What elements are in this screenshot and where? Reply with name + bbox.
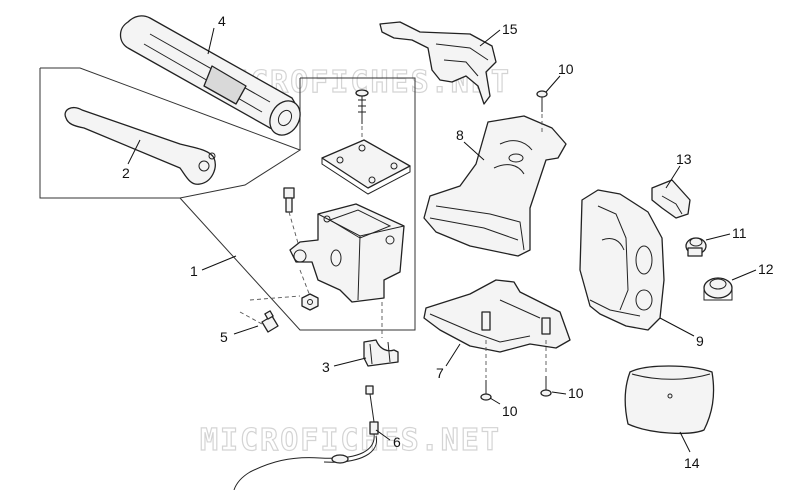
push-button-12 bbox=[703, 277, 733, 301]
throttle-cable bbox=[233, 385, 379, 490]
switch-housing-side bbox=[579, 189, 665, 331]
push-button-11 bbox=[685, 237, 707, 257]
callout-13: 13 bbox=[676, 151, 692, 167]
nut bbox=[301, 293, 319, 311]
switch-block bbox=[651, 179, 691, 219]
leader-4 bbox=[207, 27, 215, 55]
lower-switch-housing bbox=[423, 279, 571, 353]
master-cylinder-group-frame bbox=[179, 77, 416, 331]
callout-10-top: 10 bbox=[558, 61, 574, 77]
callout-10-right: 10 bbox=[568, 385, 584, 401]
callout-9: 9 bbox=[696, 333, 704, 349]
callout-14: 14 bbox=[684, 455, 700, 471]
master-cylinder-body bbox=[289, 203, 405, 338]
screw-bottom-left bbox=[480, 340, 492, 401]
screw-top bbox=[536, 90, 548, 132]
leader-10-top bbox=[545, 75, 561, 93]
leader-10-left bbox=[489, 397, 501, 405]
callout-11: 11 bbox=[732, 225, 747, 241]
leader-3 bbox=[333, 357, 367, 367]
callout-5: 5 bbox=[220, 329, 228, 345]
watermark-bottom: MICROFICHES.NET bbox=[200, 423, 501, 458]
leader-1 bbox=[201, 255, 237, 271]
handlebar-clamp bbox=[363, 339, 399, 367]
leader-13 bbox=[665, 165, 681, 189]
reservoir-cap bbox=[321, 139, 411, 195]
callout-7: 7 bbox=[436, 365, 444, 381]
brake-switch bbox=[239, 295, 301, 333]
leader-6 bbox=[375, 429, 391, 441]
cap-screw bbox=[355, 89, 369, 150]
leader-2 bbox=[127, 139, 141, 165]
leader-14 bbox=[679, 431, 691, 453]
leader-8 bbox=[463, 141, 485, 161]
leader-15 bbox=[479, 29, 501, 47]
leader-7 bbox=[445, 343, 461, 367]
callout-1: 1 bbox=[190, 263, 198, 279]
callout-12: 12 bbox=[758, 261, 774, 277]
callout-2: 2 bbox=[122, 165, 130, 181]
callout-8: 8 bbox=[456, 127, 464, 143]
upper-switch-housing bbox=[423, 115, 567, 257]
leader-11 bbox=[705, 233, 731, 241]
leader-5 bbox=[233, 325, 259, 335]
callout-4: 4 bbox=[218, 13, 226, 29]
switch-cover bbox=[379, 21, 497, 105]
brake-lever bbox=[64, 106, 216, 185]
throttle-grip bbox=[119, 15, 301, 136]
screw-bottom-right bbox=[540, 340, 552, 397]
callout-15: 15 bbox=[502, 21, 518, 37]
leader-12 bbox=[731, 269, 757, 281]
callout-10-left: 10 bbox=[502, 403, 518, 419]
callout-6: 6 bbox=[393, 434, 401, 450]
leader-10-right bbox=[551, 391, 567, 395]
protective-cover bbox=[624, 365, 715, 434]
pivot-bolt bbox=[283, 187, 301, 251]
callout-3: 3 bbox=[322, 359, 330, 375]
lever-group-frame bbox=[39, 67, 302, 199]
leader-9 bbox=[659, 317, 695, 337]
